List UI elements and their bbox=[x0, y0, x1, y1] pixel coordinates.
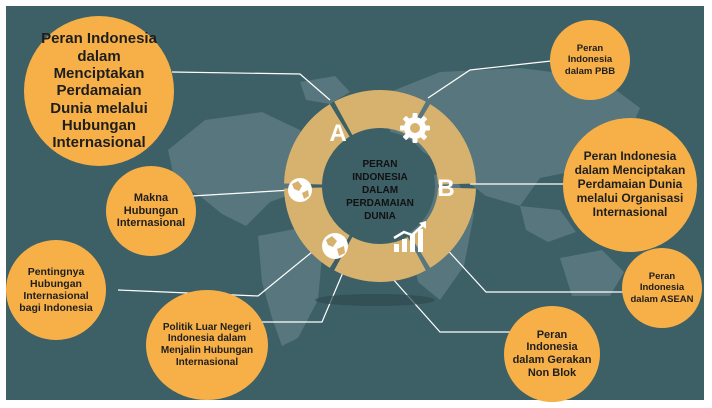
bubble-main-right-text: Peran Indonesia dalam Menciptakan Perdam… bbox=[574, 149, 686, 219]
bubble-main-right: Peran Indonesia dalam Menciptakan Perdam… bbox=[563, 118, 697, 252]
bubble-makna: Makna Hubungan Internasional bbox=[106, 166, 196, 256]
ring-segment bbox=[410, 187, 476, 268]
bubble-nonblok: Peran Indonesia dalam Gerakan Non Blok bbox=[504, 306, 600, 402]
center-disc bbox=[325, 131, 435, 241]
bubble-pentingnya: Pentingnya Hubungan Internasional bagi I… bbox=[6, 240, 106, 340]
bubble-nonblok-text: Peran Indonesia dalam Gerakan Non Blok bbox=[512, 328, 592, 379]
ring-shadow bbox=[315, 294, 435, 306]
center-title: PERAN INDONESIA DALAM PERDAMAIAN DUNIA bbox=[346, 159, 414, 222]
bubble-pbb-text: Peran Indonesia dalam PBB bbox=[564, 43, 616, 77]
ring-segment bbox=[410, 104, 476, 185]
growth-chart-icon bbox=[393, 221, 426, 252]
bubble-main-left: Peran Indonesia dalam Menciptakan Perdam… bbox=[24, 16, 174, 166]
bubble-asean: Peran Indonesia dalam ASEAN bbox=[622, 248, 702, 328]
gear-icon bbox=[400, 113, 430, 143]
ring-segments bbox=[284, 89, 476, 282]
bubble-politik: Politik Luar Negeri Indonesia dalam Menj… bbox=[146, 290, 268, 400]
segment-letter-b: B bbox=[437, 175, 454, 202]
globe-icon bbox=[322, 233, 348, 259]
bubble-pbb: Peran Indonesia dalam PBB bbox=[550, 20, 630, 100]
ring-segment bbox=[334, 89, 426, 136]
bubble-politik-text: Politik Luar Negeri Indonesia dalam Menj… bbox=[160, 321, 254, 368]
segment-letter-a: A bbox=[329, 120, 346, 147]
bubble-makna-text: Makna Hubungan Internasional bbox=[116, 191, 186, 230]
globe-icon bbox=[288, 178, 312, 202]
bubble-main-left-text: Peran Indonesia dalam Menciptakan Perdam… bbox=[41, 30, 157, 152]
bubble-pentingnya-text: Pentingnya Hubungan Internasional bagi I… bbox=[19, 265, 93, 315]
ring-segment bbox=[284, 104, 350, 185]
bubble-asean-text: Peran Indonesia dalam ASEAN bbox=[630, 271, 694, 305]
